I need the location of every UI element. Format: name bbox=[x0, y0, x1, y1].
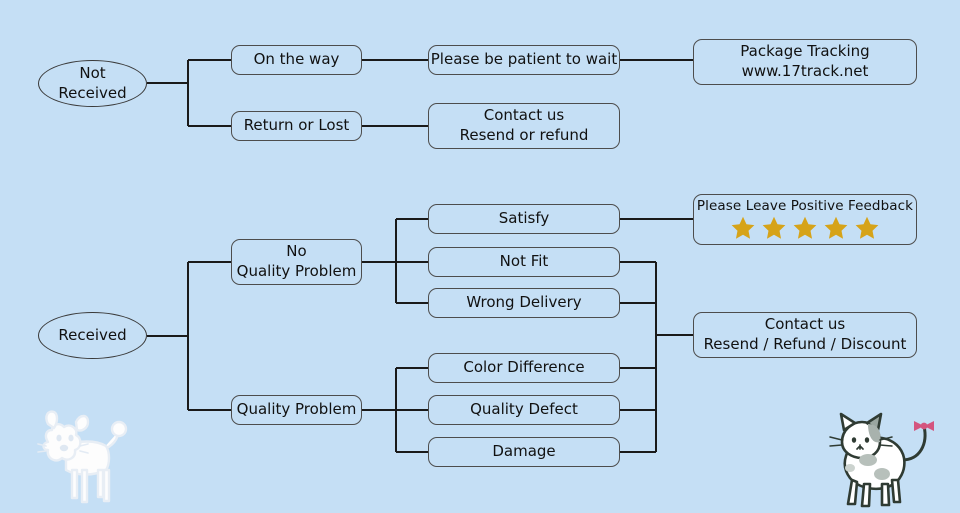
node-color-difference-label: Color Difference bbox=[463, 358, 585, 377]
star-icon[interactable] bbox=[823, 215, 849, 241]
node-contact-discount-line1: Contact us bbox=[764, 315, 846, 334]
node-damage-label: Damage bbox=[492, 442, 556, 461]
node-not-fit-label: Not Fit bbox=[499, 252, 549, 271]
cat-illustration bbox=[829, 412, 934, 508]
node-not-received-line1: Not bbox=[79, 63, 106, 82]
node-not-received-line2: Received bbox=[58, 83, 127, 102]
node-no-quality-problem-line2: Quality Problem bbox=[236, 262, 357, 280]
node-contact-discount-line2: Resend / Refund / Discount bbox=[703, 335, 907, 353]
node-wrong-delivery-label: Wrong Delivery bbox=[466, 293, 582, 312]
node-satisfy-label: Satisfy bbox=[498, 209, 550, 228]
node-return-or-lost-label: Return or Lost bbox=[243, 116, 350, 135]
node-contact-resend-line1: Contact us bbox=[483, 106, 565, 125]
node-quality-problem-label: Quality Problem bbox=[236, 400, 357, 419]
node-received[interactable]: Received bbox=[38, 312, 147, 359]
node-no-quality-problem-line1: No bbox=[286, 242, 307, 261]
feedback-label: Please Leave Positive Feedback bbox=[696, 198, 914, 214]
node-leave-positive-feedback[interactable]: Please Leave Positive Feedback bbox=[693, 194, 917, 245]
node-package-tracking-line2: www.17track.net bbox=[741, 62, 869, 80]
node-not-fit[interactable]: Not Fit bbox=[428, 247, 620, 277]
node-wrong-delivery[interactable]: Wrong Delivery bbox=[428, 288, 620, 318]
star-icon[interactable] bbox=[730, 215, 756, 241]
node-contact-resend-line2: Resend or refund bbox=[459, 126, 589, 144]
node-damage[interactable]: Damage bbox=[428, 437, 620, 467]
node-please-be-patient-to-wait[interactable]: Please be patient to wait bbox=[428, 45, 620, 75]
node-package-tracking-line1: Package Tracking bbox=[740, 42, 870, 61]
node-quality-problem[interactable]: Quality Problem bbox=[231, 395, 362, 425]
node-satisfy[interactable]: Satisfy bbox=[428, 204, 620, 234]
node-package-tracking[interactable]: Package Tracking www.17track.net bbox=[693, 39, 917, 85]
node-quality-defect-label: Quality Defect bbox=[470, 400, 578, 419]
node-color-difference[interactable]: Color Difference bbox=[428, 353, 620, 383]
bow-icon bbox=[914, 421, 934, 431]
star-rating[interactable] bbox=[730, 215, 880, 241]
star-icon[interactable] bbox=[792, 215, 818, 241]
star-icon[interactable] bbox=[854, 215, 880, 241]
node-quality-defect[interactable]: Quality Defect bbox=[428, 395, 620, 425]
node-contact-us-resend-refund-discount[interactable]: Contact us Resend / Refund / Discount bbox=[693, 312, 917, 358]
node-please-wait-label: Please be patient to wait bbox=[430, 50, 618, 69]
node-on-the-way[interactable]: On the way bbox=[231, 45, 362, 75]
node-return-or-lost[interactable]: Return or Lost bbox=[231, 111, 362, 141]
node-contact-us-resend-or-refund[interactable]: Contact us Resend or refund bbox=[428, 103, 620, 149]
dog-illustration bbox=[37, 410, 128, 504]
node-on-the-way-label: On the way bbox=[253, 50, 340, 69]
star-icon[interactable] bbox=[761, 215, 787, 241]
node-received-label: Received bbox=[58, 325, 127, 344]
node-no-quality-problem[interactable]: No Quality Problem bbox=[231, 239, 362, 285]
node-not-received[interactable]: Not Received bbox=[38, 60, 147, 107]
